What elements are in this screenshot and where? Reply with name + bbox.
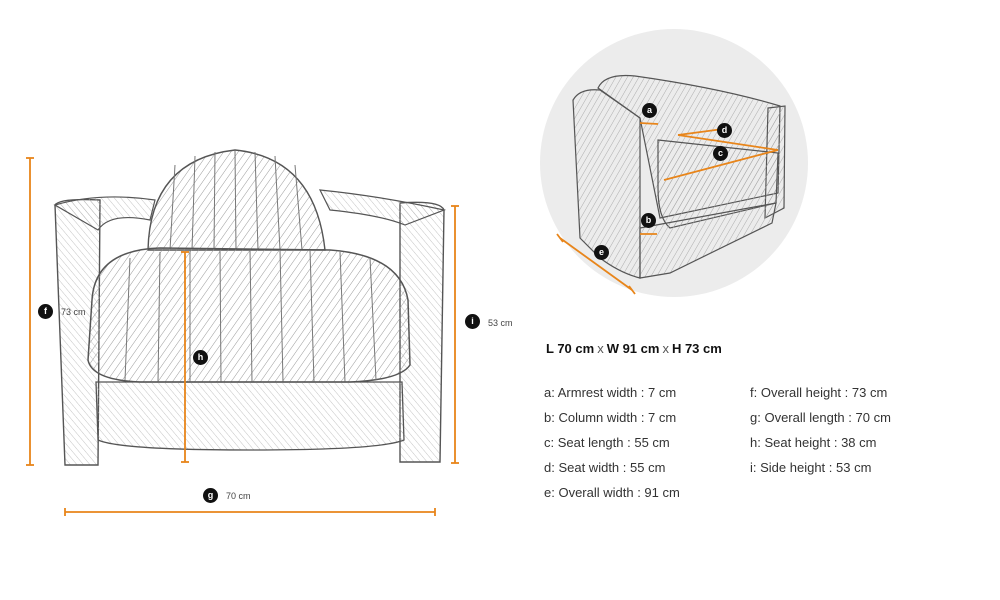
overall-length: L 70 cm — [546, 341, 595, 356]
overall-height: H 73 cm — [671, 341, 722, 356]
thumb-badge-c: c — [713, 146, 728, 161]
dimension-lines — [26, 157, 459, 516]
label-value-i: 53 cm — [488, 318, 513, 328]
thumb-badge-a: a — [642, 103, 657, 118]
thumb-badge-d: d — [717, 123, 732, 138]
spec-side-height: i: Side height : 53 cm — [750, 460, 872, 475]
thumb-badge-e: e — [594, 245, 609, 260]
label-badge-h: h — [193, 350, 208, 365]
spec-seat-height: h: Seat height : 38 cm — [750, 435, 877, 450]
backrest — [147, 149, 326, 251]
label-badge-i: i — [465, 314, 480, 329]
seat-cushion — [87, 247, 411, 383]
right-armrest — [399, 201, 445, 463]
label-value-g: 70 cm — [226, 491, 251, 501]
spec-column-width: b: Column width : 7 cm — [544, 410, 677, 425]
spec-overall-height: f: Overall height : 73 cm — [750, 385, 888, 400]
spec-armrest-width: a: Armrest width : 7 cm — [544, 385, 677, 400]
label-badge-g: g — [203, 488, 218, 503]
thumb-badge-b: b — [641, 213, 656, 228]
label-value-f: 73 cm — [61, 307, 86, 317]
seat-base — [95, 381, 405, 451]
overall-width: W 91 cm — [606, 341, 660, 356]
label-badge-f: f — [38, 304, 53, 319]
spec-seat-width: d: Seat width : 55 cm — [544, 460, 666, 475]
perspective-view-thumbnail — [540, 29, 808, 297]
spec-overall-length: g: Overall length : 70 cm — [750, 410, 891, 425]
spec-overall-width: e: Overall width : 91 cm — [544, 485, 680, 500]
spec-seat-length: c: Seat length : 55 cm — [544, 435, 670, 450]
